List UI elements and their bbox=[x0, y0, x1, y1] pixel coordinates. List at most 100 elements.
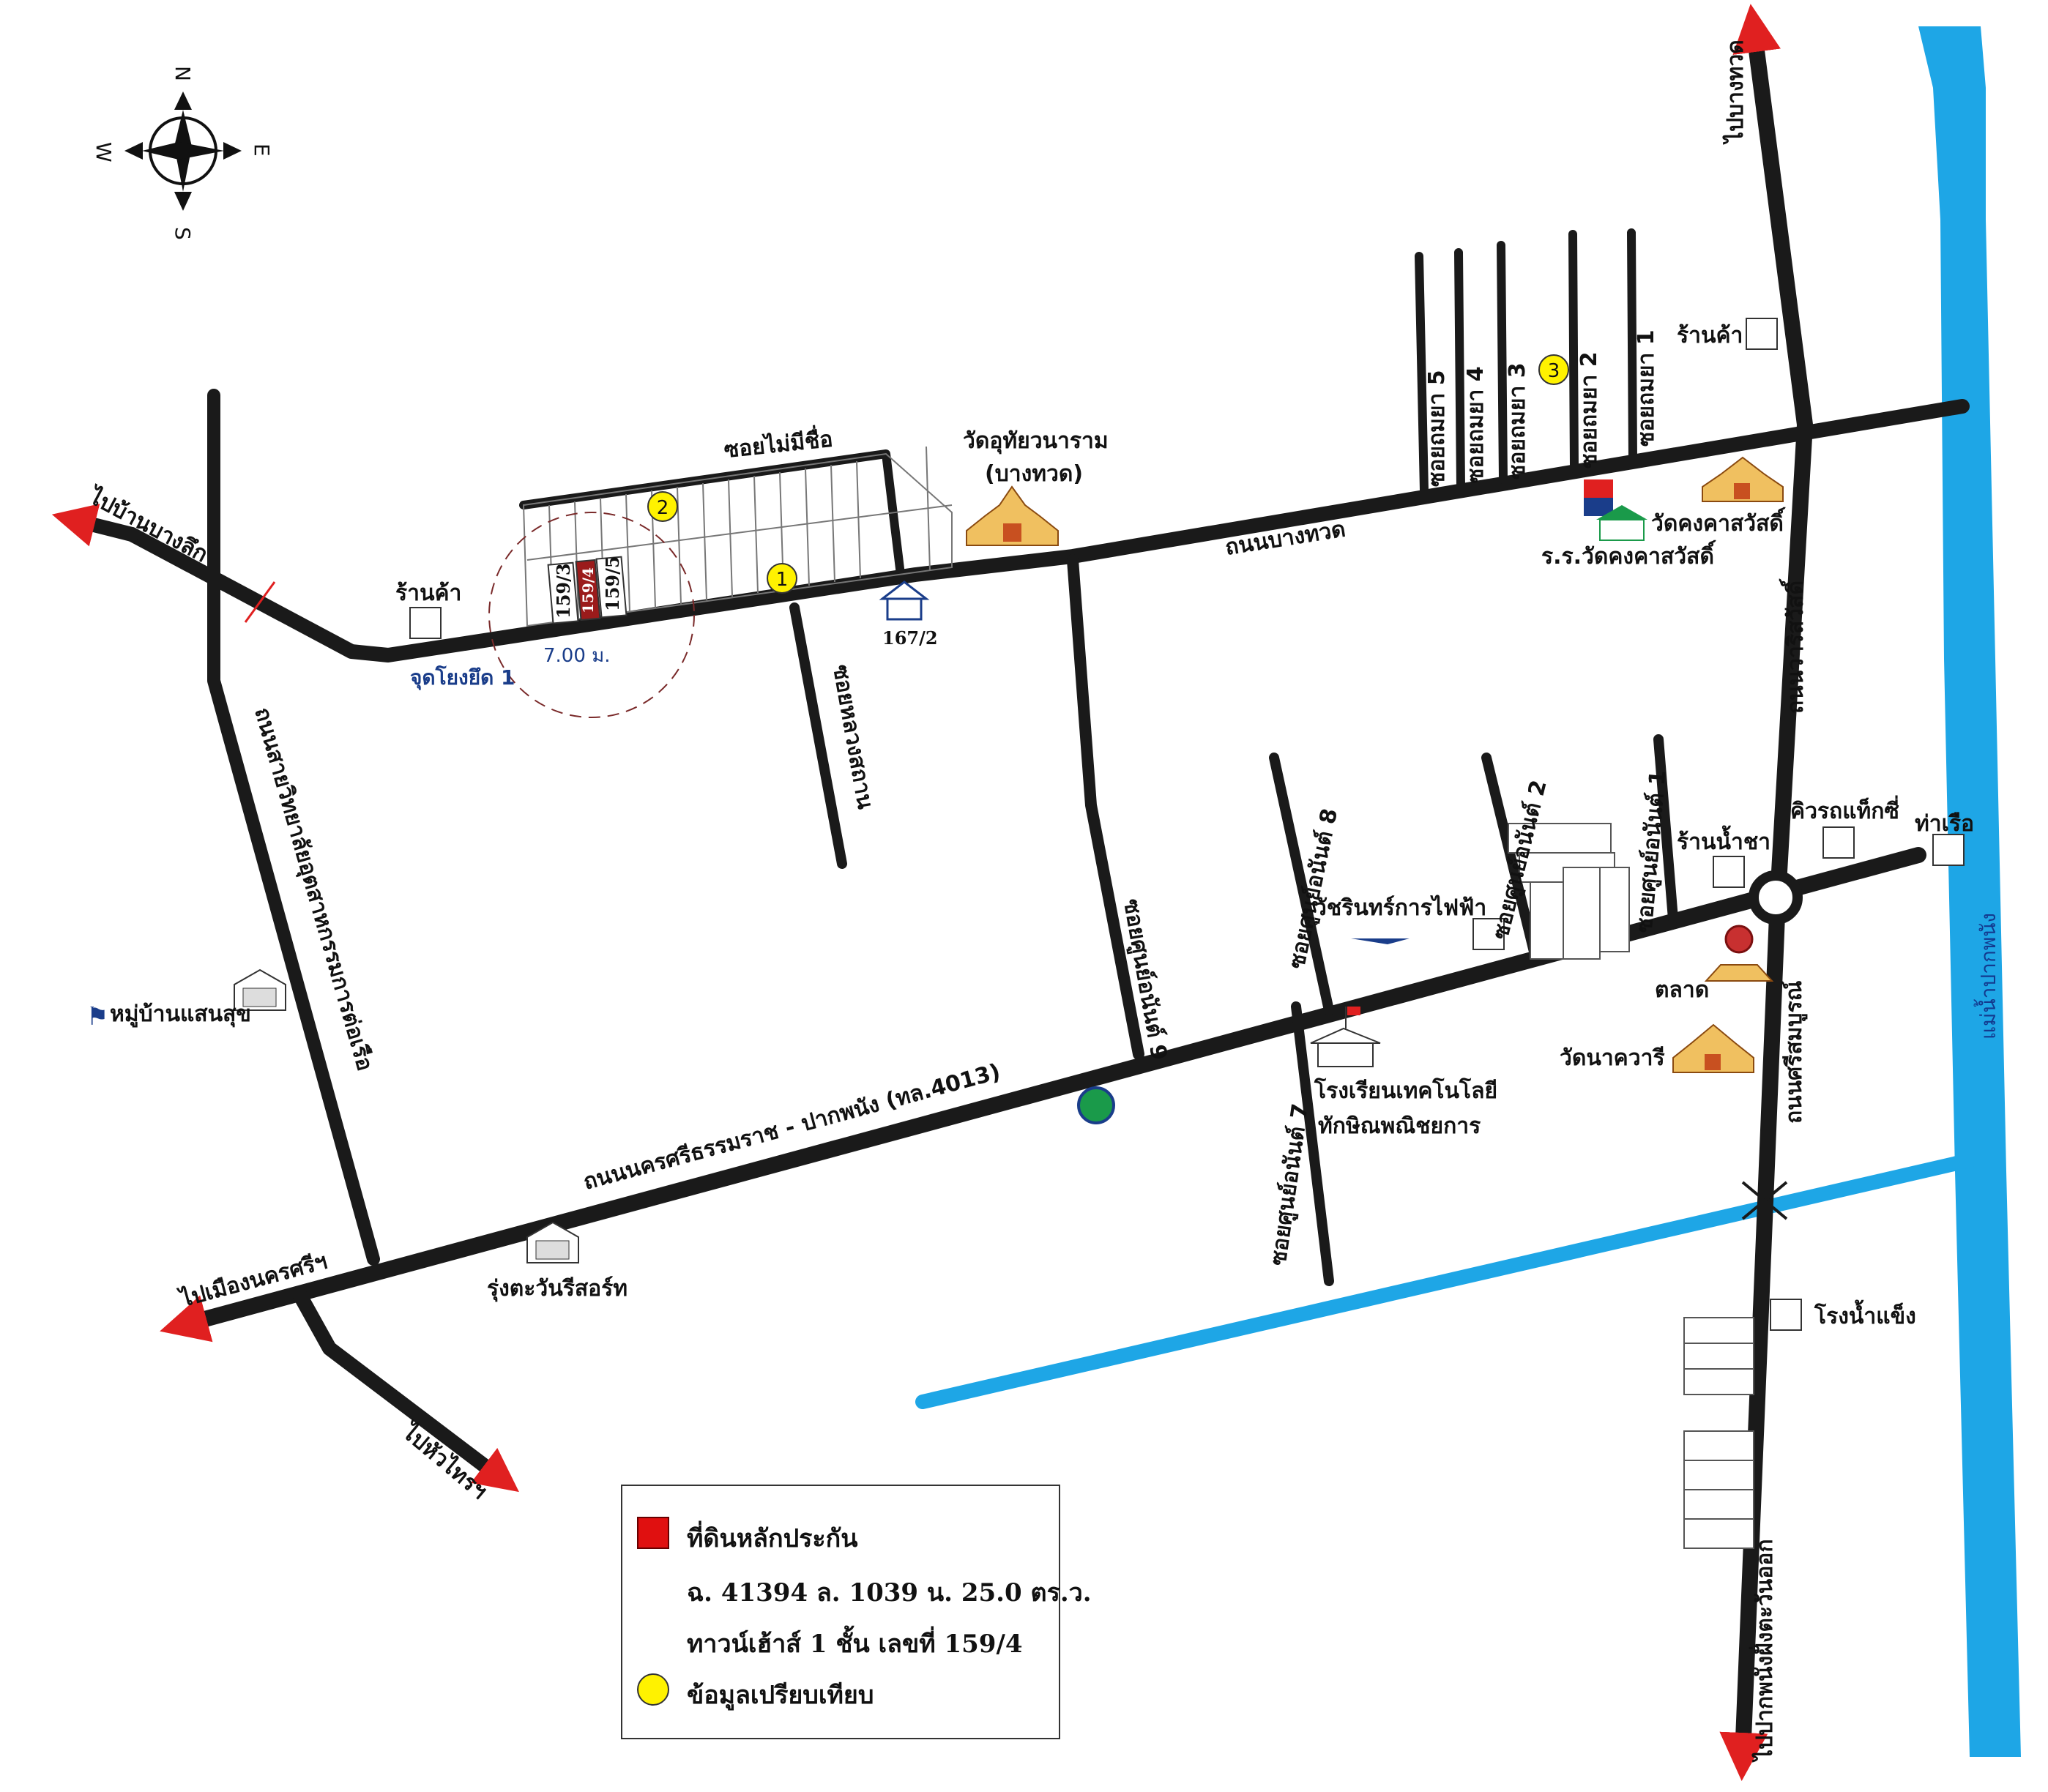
soi-sun-anan-2-road bbox=[1481, 753, 1539, 957]
shop-icon bbox=[1746, 318, 1778, 350]
road-label-soi-thammaya-2: ซอยถมยา 2 bbox=[1576, 351, 1602, 468]
road-label-soi-luang-sathan: ซอยหลวงสถาน bbox=[827, 662, 878, 811]
wat-uthai-label-1: วัดอุทัยวนาราม bbox=[963, 428, 1109, 455]
shop-icon bbox=[409, 607, 442, 639]
townhouse-block-south bbox=[1683, 1317, 1754, 1549]
soi-thammaya-3-road bbox=[1497, 241, 1508, 484]
road-label-soi-thammaya-4: ซอยถมยา 4 bbox=[1463, 366, 1489, 483]
direction-to-bang-thuat: ไปบางทวด bbox=[1722, 40, 1749, 145]
soi-thammaya-roads bbox=[1415, 228, 1637, 495]
marker-2: 2 bbox=[647, 491, 678, 522]
lot-159-4-label: 159/4 bbox=[579, 567, 597, 613]
house-icon bbox=[879, 580, 930, 621]
road-label-soi-thammaya-3: ซอยถมยา 3 bbox=[1505, 362, 1530, 479]
road-label-soi-thammaya-1: ซอยถมยา 1 bbox=[1634, 329, 1659, 447]
legend-deed: ฉ. 41394 ล. 1039 น. 25.0 ตร.ว. bbox=[687, 1578, 1092, 1608]
soi-no-name-road bbox=[519, 449, 905, 579]
road-college bbox=[207, 389, 380, 1266]
tea-shop-icon bbox=[1713, 856, 1745, 888]
collateral-plot-159-4 bbox=[575, 559, 601, 621]
government-seal-icon bbox=[1077, 1086, 1115, 1124]
electric-shop-icon bbox=[1472, 918, 1505, 950]
tea-shop-label: ร้านน้ำชา bbox=[1677, 825, 1770, 855]
bridge-mark bbox=[1741, 1181, 1788, 1220]
lot-159-3-label: 159/3 bbox=[553, 563, 574, 619]
school-icon bbox=[1310, 1007, 1381, 1067]
river-label: แม่น้ำปากพนัง bbox=[1973, 913, 2000, 1039]
pier-icon bbox=[1932, 834, 1965, 866]
plot-radius-circle bbox=[488, 512, 695, 718]
road-label-sri-somboon: ถนนศรีสมบูรณ์ bbox=[1781, 980, 1808, 1124]
shop-right-label: ร้านค้า bbox=[1677, 323, 1743, 348]
school-tech-label-2: ทักษิณพณิชยการ bbox=[1318, 1113, 1481, 1139]
house-167-label: 167/2 bbox=[882, 627, 938, 649]
legend-collateral: ที่ดินหลักประกัน bbox=[687, 1524, 858, 1553]
school-icon bbox=[1584, 479, 1647, 541]
canal bbox=[915, 1153, 1977, 1409]
legend-comparison: ข้อมูลเปรียบเทียบ bbox=[687, 1681, 874, 1710]
compass-s-label: S bbox=[171, 227, 195, 240]
direction-to-pakpanang-east: ไปปากพนังฝั่งตะวันออก bbox=[1749, 1539, 1778, 1763]
lot-159-5-label: 159/5 bbox=[602, 556, 623, 611]
wat-uthai-label-2: (บางทวด) bbox=[985, 461, 1083, 487]
wat-khongkha-label: วัดคงคาสวัสดิ์ bbox=[1651, 507, 1787, 537]
compass-e-label: E bbox=[250, 143, 274, 157]
resort-icon bbox=[526, 1221, 579, 1263]
soi-sun-anan-7-road bbox=[1291, 1001, 1334, 1286]
shop-left-label: ร้านค้า bbox=[395, 580, 461, 606]
market-label: ตลาด bbox=[1655, 977, 1709, 1003]
road-sri-somboon bbox=[1719, 4, 1813, 1781]
school-tech-label-1: โรงเรียนเทคโนโลยี bbox=[1314, 1077, 1497, 1104]
compass-n-label: N bbox=[171, 66, 195, 81]
road-bang-thuat bbox=[124, 399, 1970, 662]
temple-icon bbox=[966, 485, 1059, 546]
village-icon bbox=[234, 968, 286, 1011]
soi-sun-anan-1-road bbox=[1653, 734, 1678, 924]
legend-townhouse: ทาวน์เฮ้าส์ 1 ชั้น เลขที่ 159/4 bbox=[687, 1629, 1023, 1659]
compass-rose: N S E W bbox=[92, 66, 274, 240]
map-legend: ที่ดินหลักประกัน ฉ. 41394 ล. 1039 น. 25.… bbox=[621, 1485, 1092, 1739]
road-closed-mark-1 bbox=[244, 581, 276, 623]
comparison-swatch bbox=[637, 1673, 669, 1706]
electric-shop-label: วัชรินทร์การไฟฟ้า bbox=[1314, 895, 1486, 921]
temple-icon bbox=[1702, 456, 1784, 502]
road-label-soi-thammaya-5: ซอยถมยา 5 bbox=[1424, 370, 1450, 487]
svg-text:2: 2 bbox=[657, 497, 669, 519]
soi-thammaya-4-road bbox=[1454, 248, 1465, 491]
marker-3: 3 bbox=[1538, 354, 1569, 385]
plot-159-5 bbox=[595, 556, 628, 619]
taxi-queue-label: คิวรถแท็กซี่ bbox=[1790, 795, 1899, 824]
start-point-label: จุดโยงยึด 1 bbox=[410, 665, 515, 690]
electric-logo-icon bbox=[1351, 938, 1410, 944]
svg-text:1: 1 bbox=[776, 569, 789, 591]
collateral-swatch bbox=[637, 1517, 669, 1549]
plot-159-3 bbox=[547, 561, 579, 624]
school-khongkha-label: ร.ร.วัดคงคาสวัสดิ์ bbox=[1541, 540, 1717, 570]
temple-icon bbox=[1672, 1023, 1754, 1073]
ice-factory-icon bbox=[1770, 1299, 1802, 1331]
road-to-bang-lik bbox=[51, 504, 139, 547]
soi-luang-sathan-road bbox=[789, 602, 847, 869]
compass-w-label: W bbox=[92, 142, 116, 163]
marker-1: 1 bbox=[767, 563, 797, 594]
village-label: หมู่บ้านแสนสุข bbox=[110, 1001, 251, 1028]
road-label-warasawat: ถนนวาริสวัสดิ์ bbox=[1779, 578, 1809, 714]
soi-sun-anan-9-road bbox=[1067, 554, 1144, 1060]
road-label-soi-no-name: ซอยไม่มีชื่อ bbox=[723, 423, 834, 463]
soi-sun-anan-8-road bbox=[1269, 753, 1334, 1015]
wat-nawari-label: วัดนาควารี bbox=[1560, 1045, 1665, 1071]
village-flag-icon: ⚑ bbox=[86, 1002, 108, 1031]
taxi-icon bbox=[1822, 826, 1855, 859]
townhouse-block-sun-anan bbox=[1508, 823, 1630, 960]
svg-text:3: 3 bbox=[1548, 360, 1560, 382]
pier-label: ท่าเรือ bbox=[1915, 811, 1974, 837]
roundabout bbox=[1749, 870, 1803, 925]
resort-label: รุ่งตะวันรีสอร์ท bbox=[487, 1276, 628, 1302]
road-to-hua-sai bbox=[293, 1288, 519, 1493]
soi-thammaya-1-road bbox=[1627, 228, 1637, 462]
road-label-soi-sun-anan-7: ซอยศูนย์อนันต์ 7 bbox=[1265, 1102, 1314, 1267]
plot-width-label: 7.00 ม. bbox=[543, 645, 611, 667]
river bbox=[1918, 26, 2021, 1757]
ice-factory-label: โรงน้ำแข็ง bbox=[1814, 1299, 1916, 1329]
